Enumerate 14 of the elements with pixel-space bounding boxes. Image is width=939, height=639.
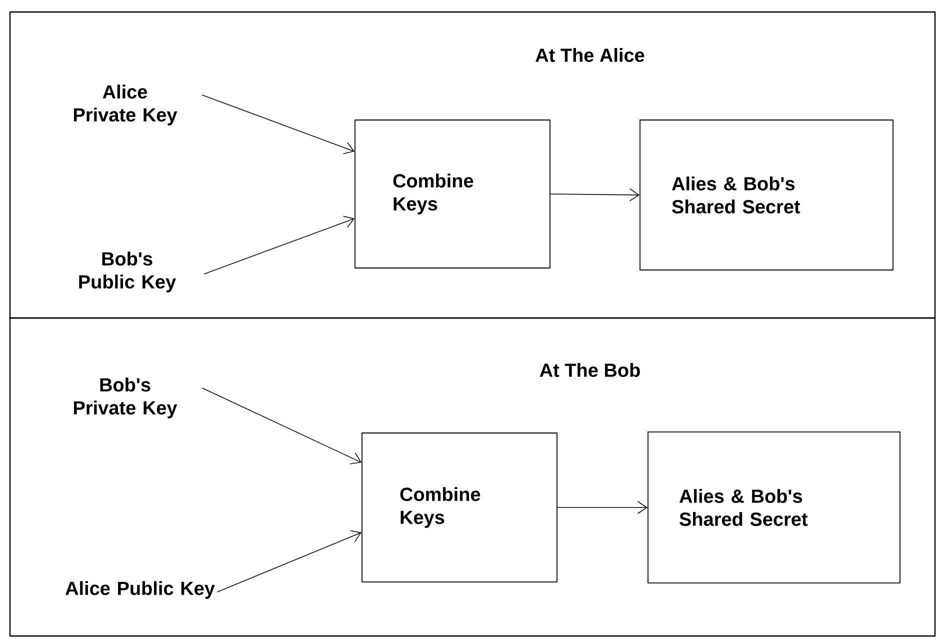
key-label: Alice Public Key bbox=[66, 581, 215, 599]
process-box: Combine Keys bbox=[354, 120, 550, 268]
arrow bbox=[204, 216, 355, 274]
arrow bbox=[216, 530, 362, 592]
process-box: Alies & Bob's Shared Secret bbox=[648, 432, 900, 584]
arrow bbox=[550, 188, 640, 202]
arrow bbox=[202, 388, 362, 464]
process-box: Combine Keys bbox=[362, 432, 558, 582]
arrow bbox=[202, 94, 355, 154]
key-label: Bob's Private Key bbox=[74, 378, 178, 418]
arrow bbox=[557, 501, 648, 514]
key-label: Bob's Public Key bbox=[79, 252, 176, 292]
key-label: Alice Private Key bbox=[74, 84, 178, 126]
process-box: Alies & Bob's Shared Secret bbox=[640, 120, 894, 270]
